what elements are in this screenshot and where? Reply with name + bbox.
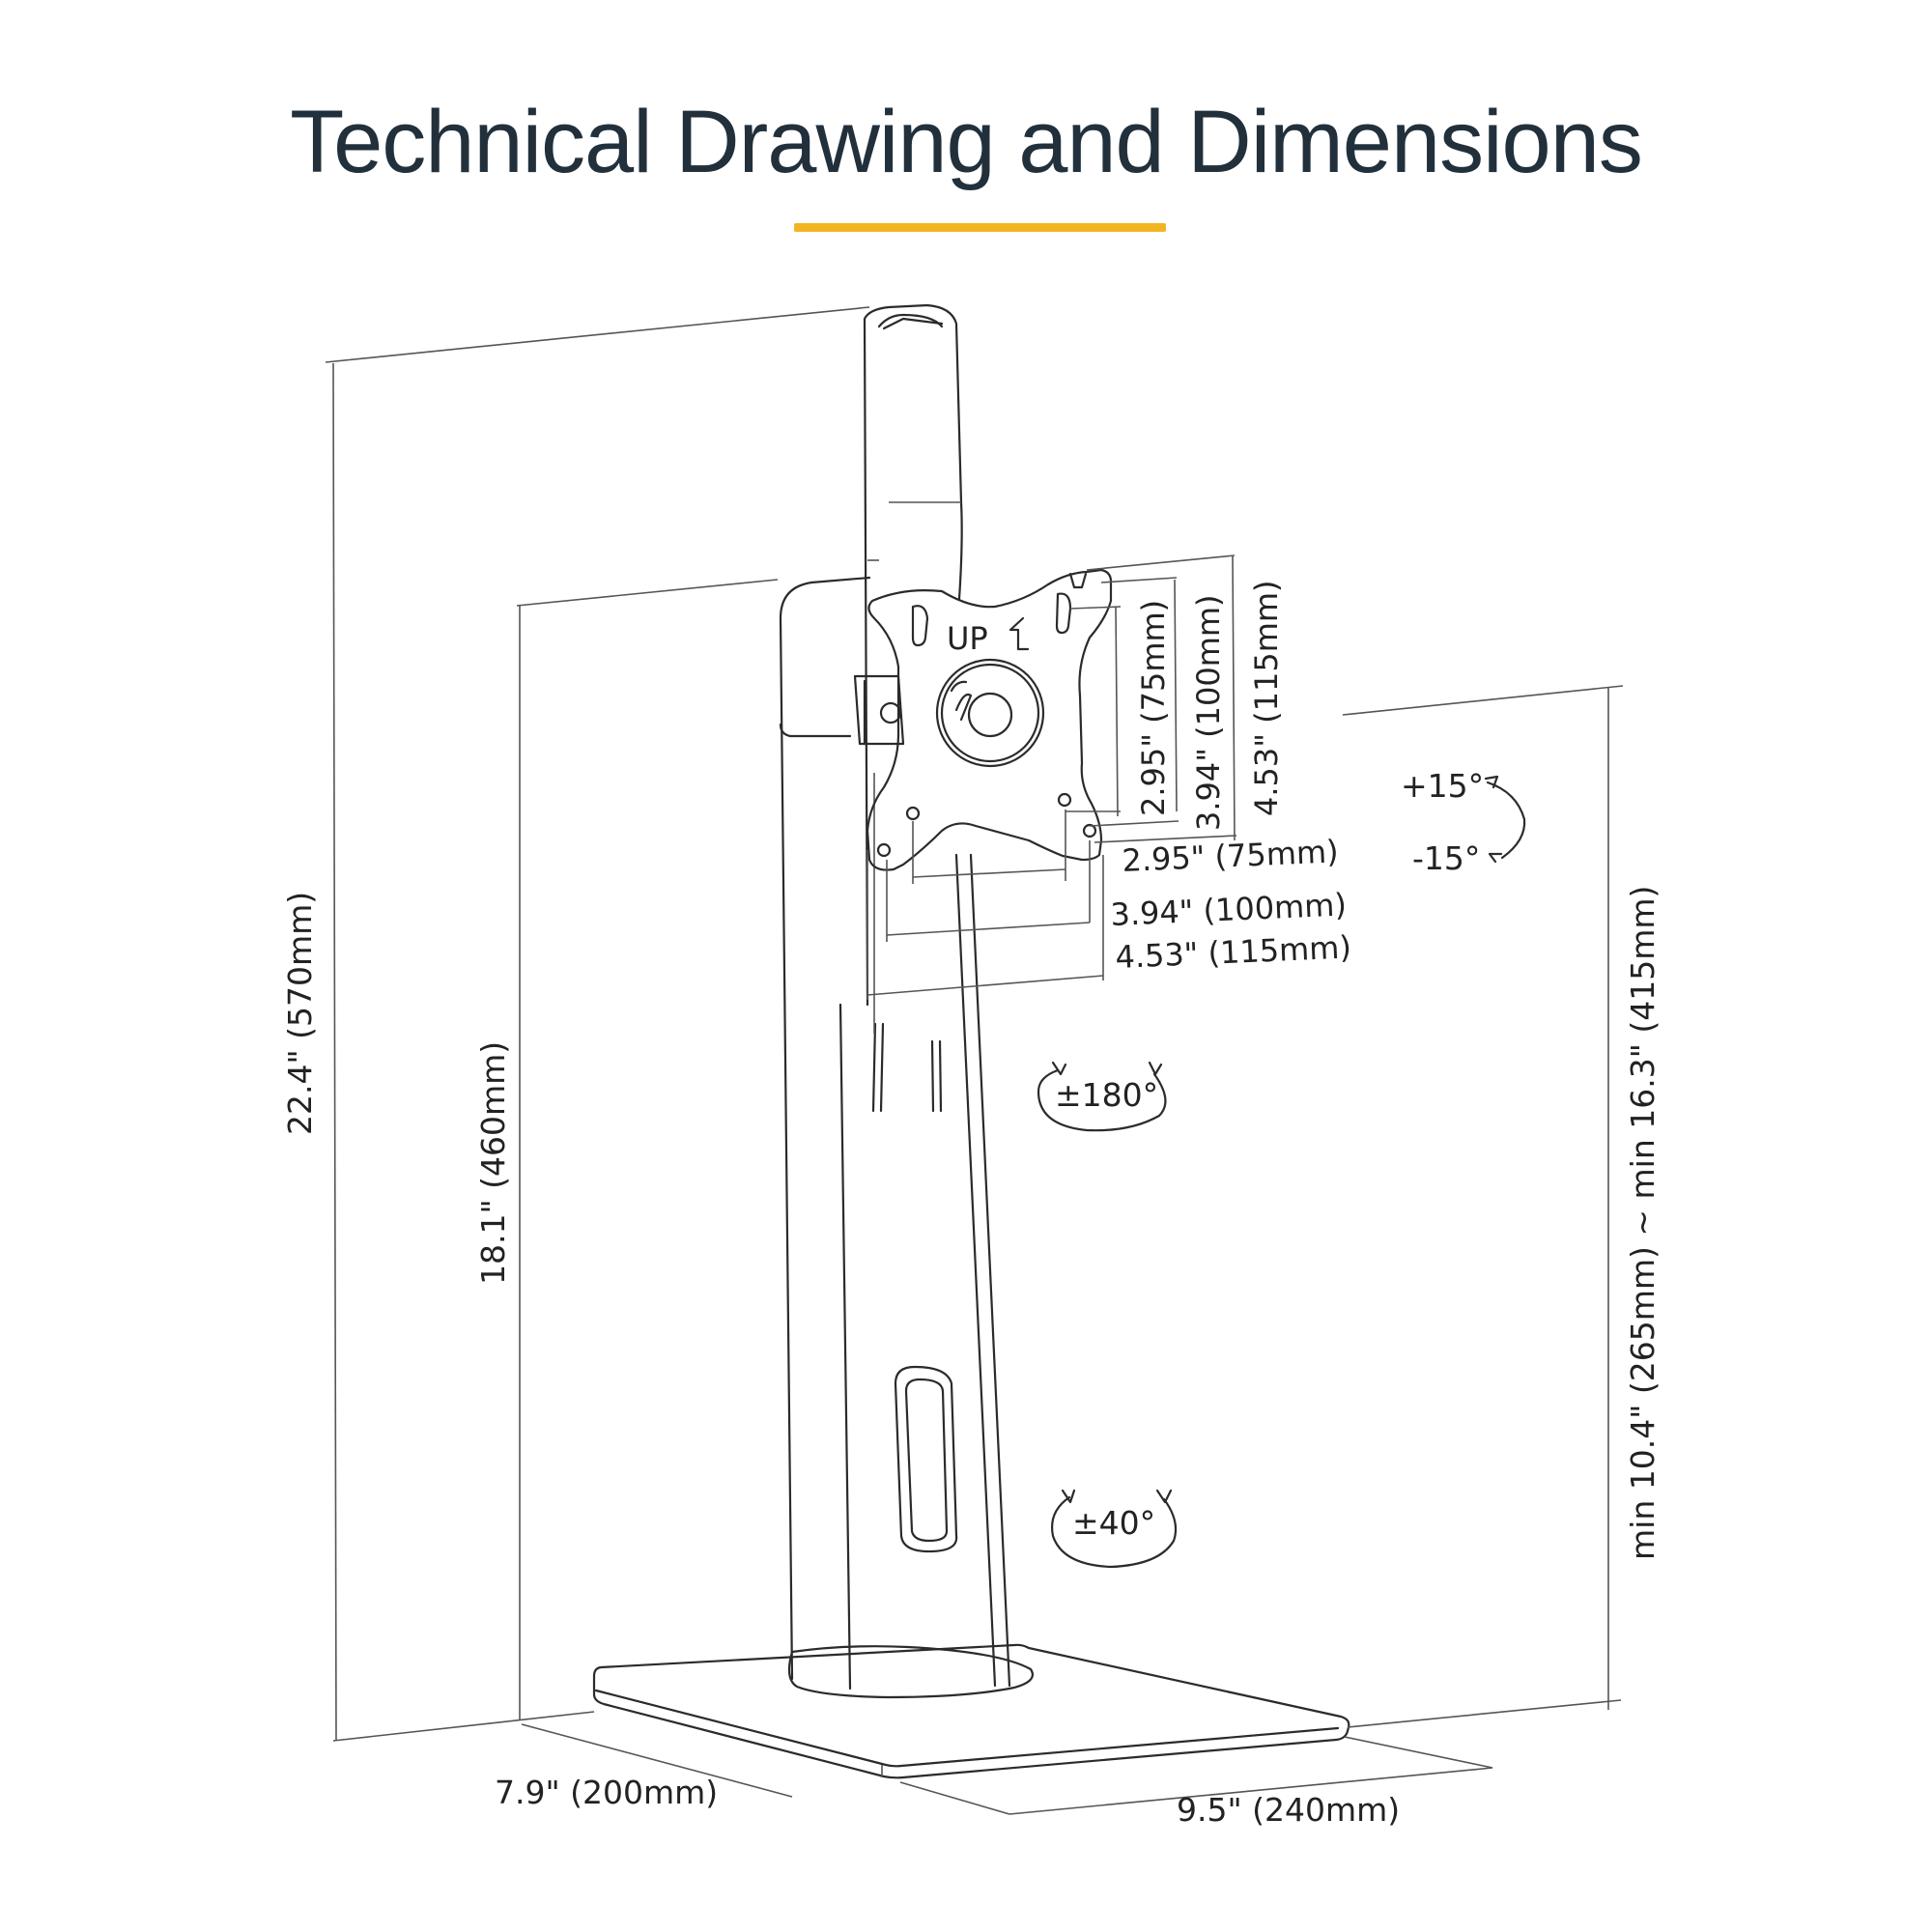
vesa-horizontal-115-label: 4.53" (115mm) bbox=[1115, 928, 1352, 976]
stand-pole bbox=[779, 576, 1011, 1690]
tilt-up-label: +15° bbox=[1401, 767, 1484, 805]
vesa-vertical-75-label: 2.95" (75mm) bbox=[1135, 600, 1172, 816]
vesa-plate bbox=[866, 568, 1113, 871]
swivel-label: ±40° bbox=[1072, 1504, 1155, 1542]
base-depth-label: 7.9" (200mm) bbox=[495, 1774, 718, 1811]
mount-arm bbox=[853, 303, 963, 1007]
title-underline bbox=[794, 223, 1166, 232]
base-width-label: 9.5" (240mm) bbox=[1177, 1791, 1400, 1829]
vesa-horizontal-100-label: 3.94" (100mm) bbox=[1110, 886, 1348, 933]
tilt-down-label: -15° bbox=[1412, 839, 1480, 877]
up-label: UP bbox=[947, 620, 988, 657]
vesa-vertical-100-label: 3.94" (100mm) bbox=[1190, 594, 1227, 831]
stand-base bbox=[592, 1643, 1350, 1779]
dimension-lines bbox=[325, 306, 1624, 1815]
mount-height-label: min 10.4" (265mm) ~ min 16.3" (415mm) bbox=[1624, 886, 1662, 1560]
page-title: Technical Drawing and Dimensions bbox=[290, 93, 1643, 191]
rotation-label: ±180° bbox=[1055, 1076, 1158, 1114]
rotation-arrow-icon bbox=[1037, 775, 1526, 1569]
pole-height-label: 18.1" (460mm) bbox=[474, 1041, 512, 1285]
total-height-label: 22.4" (570mm) bbox=[281, 892, 319, 1135]
arrow-up-icon bbox=[1009, 616, 1030, 651]
vesa-vertical-115-label: 4.53" (115mm) bbox=[1248, 580, 1285, 816]
